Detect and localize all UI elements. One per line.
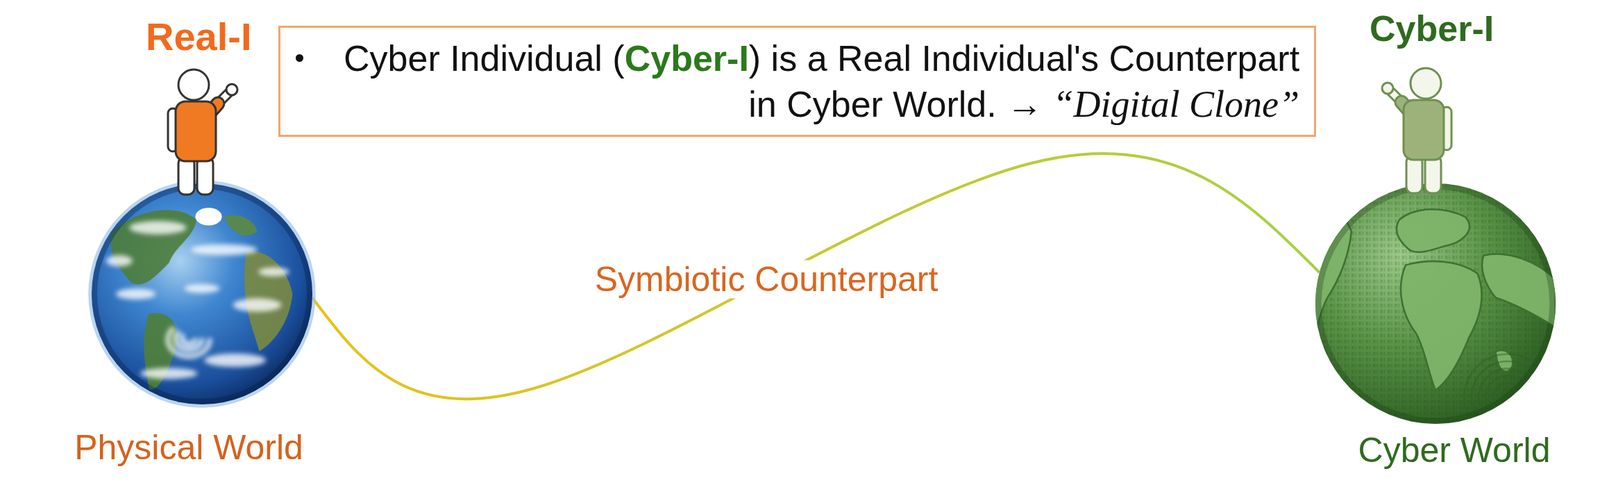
clouds <box>106 220 290 379</box>
leg <box>178 156 195 195</box>
ocean <box>91 183 313 404</box>
leg <box>1425 155 1442 193</box>
hand <box>226 83 238 96</box>
arm <box>1441 106 1452 150</box>
cyber-world-globe: Cyber World <box>1315 183 1556 424</box>
forearm <box>1389 90 1403 103</box>
hand <box>1382 82 1394 94</box>
cyber-continent <box>1309 213 1352 352</box>
connector-label: Symbiotic Counterpart <box>590 260 943 299</box>
forearm-outline <box>217 91 230 105</box>
limb-shade <box>1315 183 1556 424</box>
shirt <box>1403 99 1444 160</box>
sleeve <box>1401 102 1412 114</box>
definition-text: Cyber Individual (Cyber-I) is a Real Ind… <box>343 35 1300 128</box>
cyber-globe-picture <box>1315 183 1556 424</box>
limb-shade <box>91 183 313 404</box>
swirl-arc <box>167 326 210 356</box>
real-person-figure <box>167 69 238 195</box>
cyber-surface <box>1309 183 1556 441</box>
sleeve-outline <box>207 103 218 116</box>
cloud <box>258 267 290 277</box>
head <box>178 69 209 100</box>
leg <box>1406 155 1423 193</box>
cloud <box>106 254 133 266</box>
cloud <box>190 243 257 255</box>
land <box>224 215 258 236</box>
cyber-person-figure <box>1382 68 1452 193</box>
bullet-dot <box>295 54 304 62</box>
cloud <box>115 288 156 300</box>
symbiosis-curve <box>312 153 1320 399</box>
cloud <box>129 220 187 234</box>
cyber-continent <box>1400 260 1482 391</box>
real-i-label: Real-I <box>145 14 252 60</box>
definition-box: Cyber Individual (Cyber-I) is a Real Ind… <box>278 25 1317 137</box>
cloud <box>204 353 266 367</box>
surface <box>91 183 313 404</box>
globe-glow <box>90 181 315 407</box>
world-label: Physical World <box>74 427 304 468</box>
cyber-i-label: Cyber-I <box>1369 8 1494 50</box>
arm <box>167 108 178 152</box>
swirl-arc <box>175 331 202 350</box>
emphasis-term: “Digital Clone” <box>1053 83 1301 125</box>
leg <box>197 156 214 195</box>
forearm-outline <box>1389 90 1403 103</box>
cloud <box>233 297 282 311</box>
cloud-swirl <box>167 326 210 356</box>
forearm <box>217 91 230 105</box>
cloud <box>140 367 198 380</box>
ice <box>195 207 222 225</box>
sleeve <box>207 103 218 116</box>
sleeve-outline <box>1401 102 1412 114</box>
world-label: Cyber World <box>1358 430 1551 471</box>
cyber-continent <box>1396 208 1470 252</box>
head <box>1410 68 1442 99</box>
shirt <box>175 101 216 162</box>
cyber-ocean <box>1315 183 1556 424</box>
cloud <box>184 283 221 293</box>
highlight-term: Cyber-I <box>624 38 749 79</box>
binary-texture <box>1315 183 1556 424</box>
earth-globe-picture <box>91 183 313 404</box>
physical-world-globe: Physical World <box>91 183 313 404</box>
swirl-arc <box>181 334 196 344</box>
